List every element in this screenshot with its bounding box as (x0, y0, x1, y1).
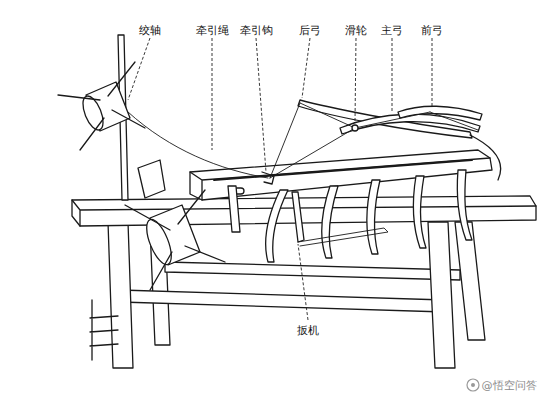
part-label: 后弓 (299, 25, 321, 36)
bow-prong (266, 190, 288, 262)
frame-rail (120, 290, 445, 312)
leader-line (392, 38, 393, 112)
front-bow (398, 106, 482, 120)
bow-tip (470, 135, 501, 180)
part-label: 牵引绳 (196, 25, 229, 36)
frame-leg (108, 222, 133, 368)
frame-rail (165, 262, 460, 280)
bow-prong (367, 180, 380, 254)
bow-prong (413, 176, 426, 248)
part-label: 扳机 (297, 325, 319, 336)
leader-line (212, 38, 213, 150)
part-label: 前弓 (421, 25, 443, 36)
winch-screw (138, 160, 165, 198)
leader-line (302, 38, 310, 98)
arrow-groove (214, 160, 472, 180)
leader-line (128, 38, 150, 100)
leader-line (355, 38, 356, 122)
bow-prong (457, 170, 472, 240)
windlass-spoke (125, 190, 225, 290)
part-label: 牵引钩 (240, 25, 273, 36)
part-label: 绞轴 (139, 25, 161, 36)
traction-hook (262, 172, 274, 184)
trigger-lever (292, 192, 304, 242)
pulley (352, 125, 358, 131)
watermark: @悟空问答 (482, 380, 537, 391)
watermark-logo (467, 379, 479, 391)
windlass-spoke (58, 62, 145, 150)
leader-line (256, 38, 266, 172)
bowstring (270, 103, 478, 178)
part-label: 滑轮 (345, 25, 367, 36)
frame-rung (90, 300, 118, 360)
leader-lines (128, 38, 432, 320)
main-bow (340, 114, 480, 134)
part-label: 主弓 (381, 25, 403, 36)
traction-rope (128, 112, 268, 178)
bow-prong (322, 186, 338, 258)
stock-support (228, 186, 240, 232)
trigger-cord (298, 228, 388, 246)
leader-line (432, 38, 433, 106)
leader-line (298, 244, 308, 320)
frame-leg (428, 222, 455, 368)
